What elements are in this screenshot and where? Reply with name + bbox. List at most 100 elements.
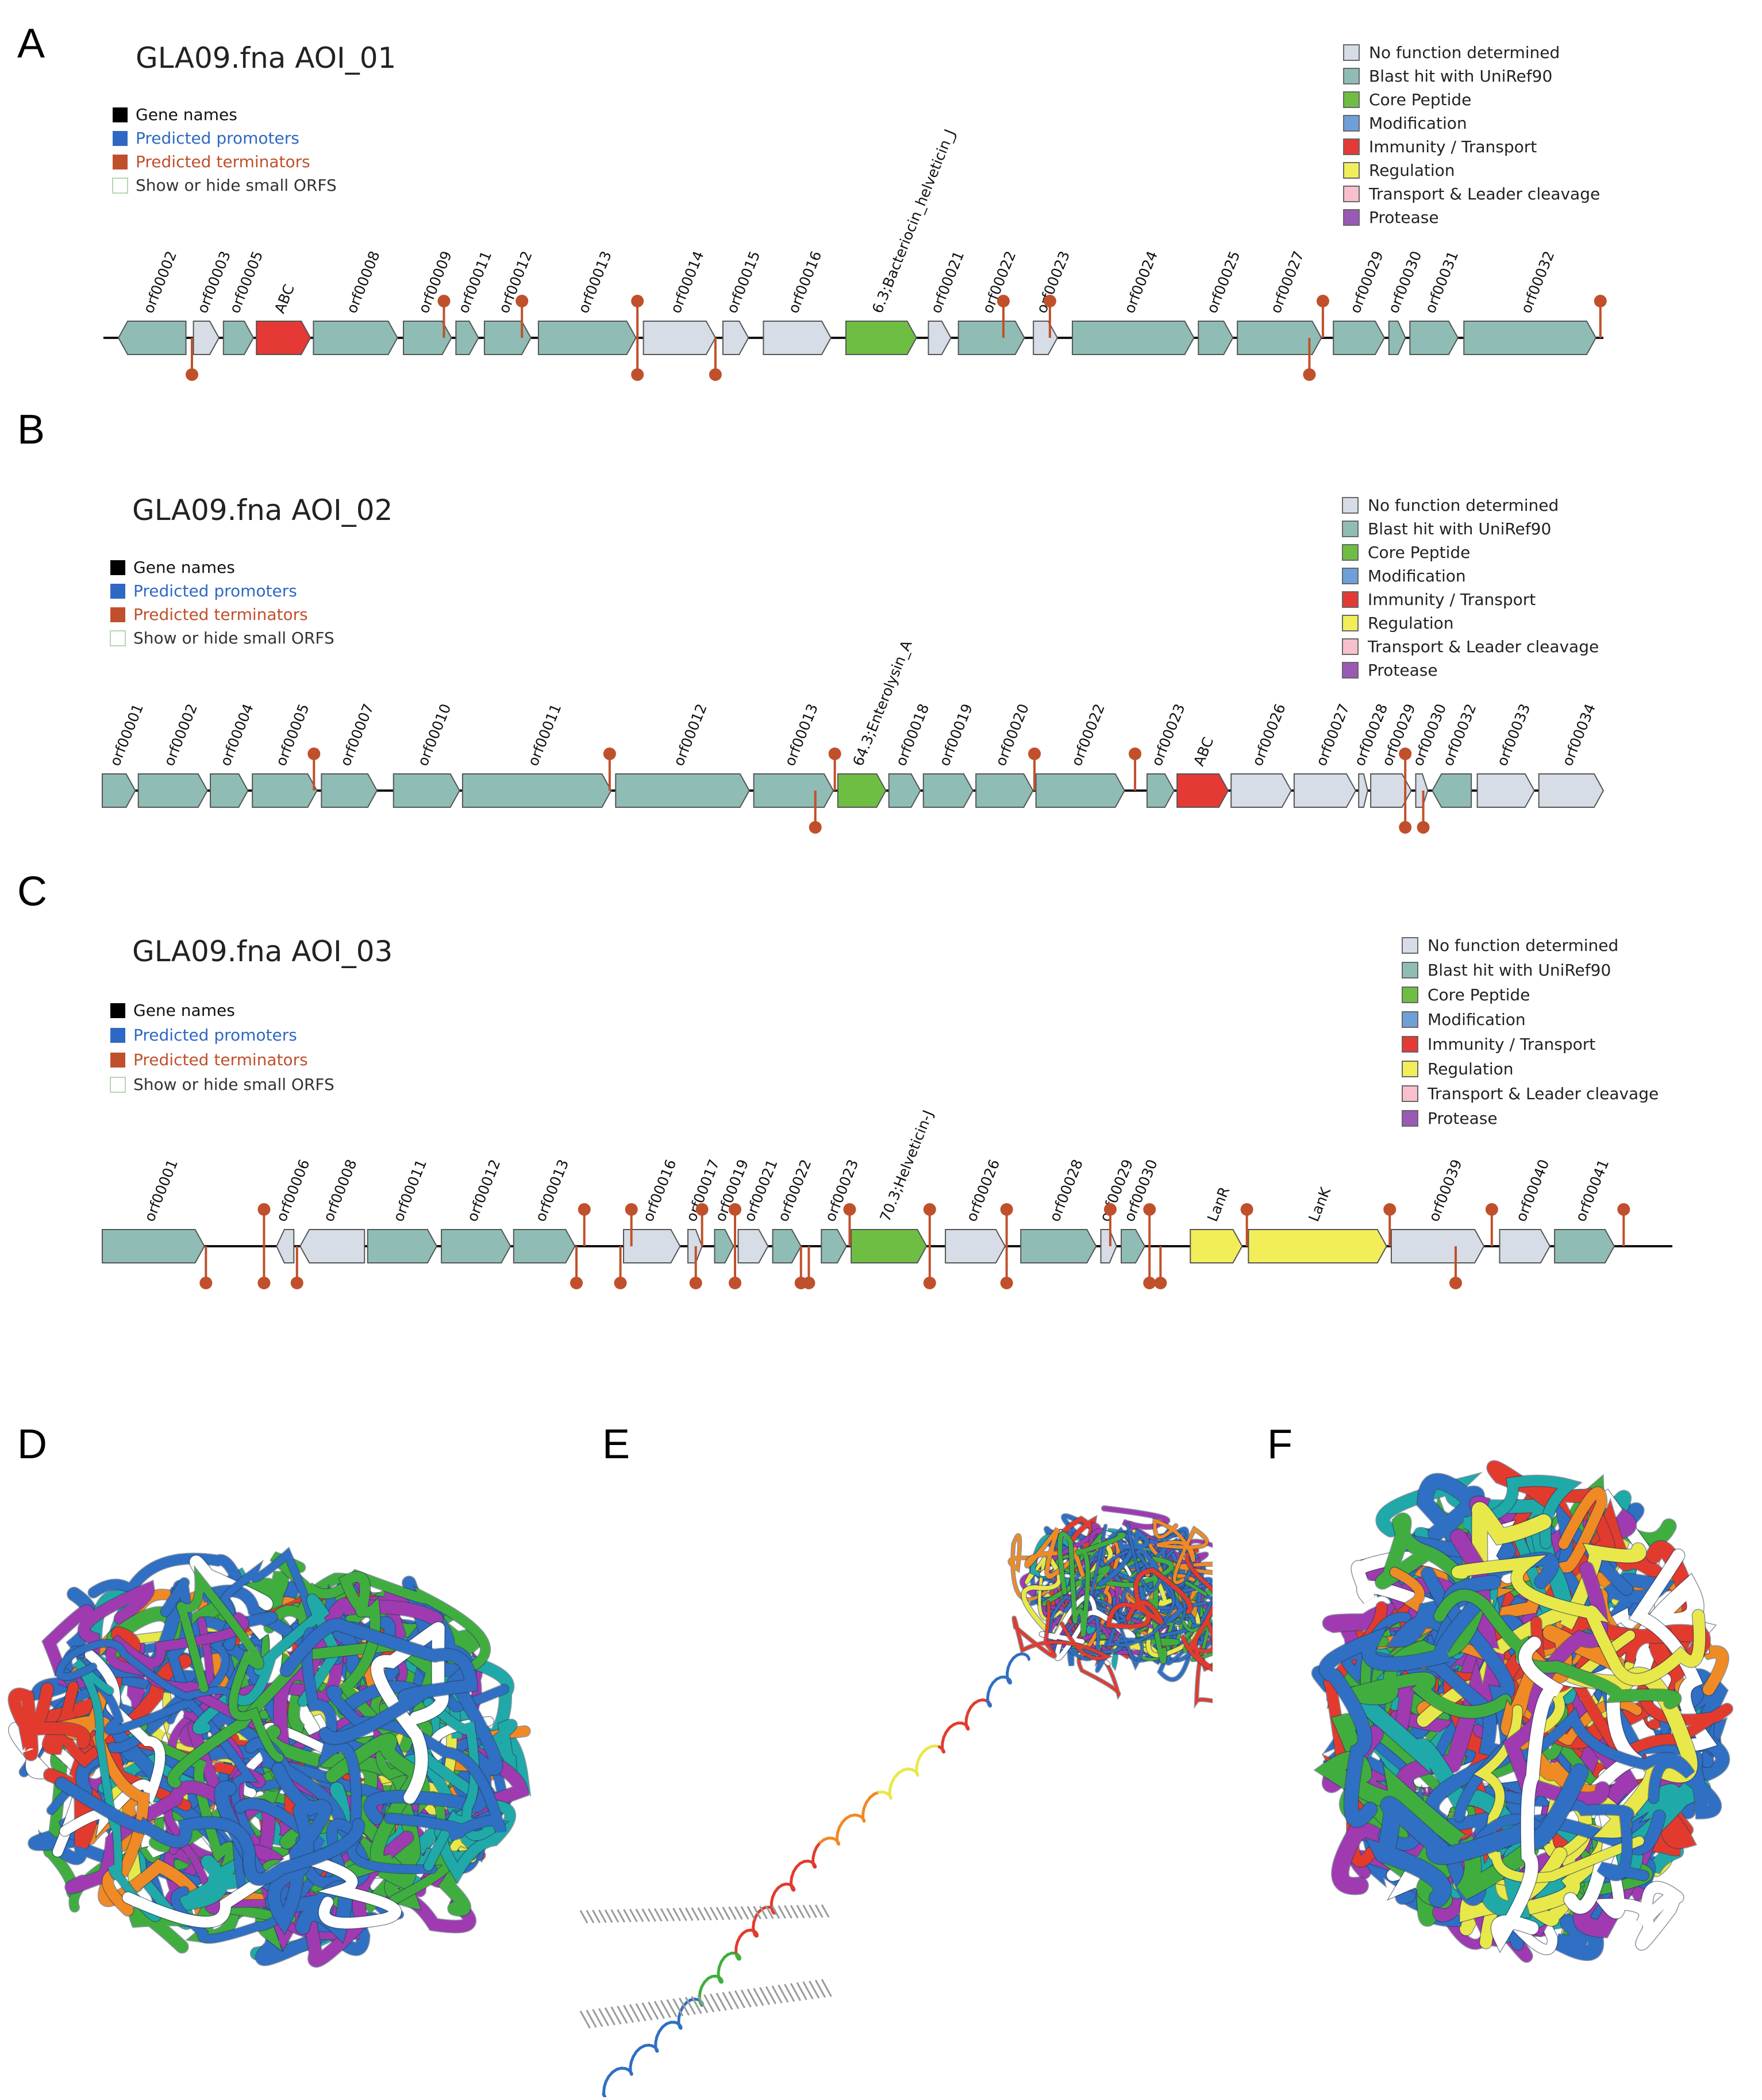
toggle-swatch[interactable] — [110, 1028, 125, 1043]
gene-arrow[interactable] — [643, 321, 717, 355]
gene-arrow[interactable] — [888, 773, 921, 808]
gene-arrow[interactable] — [1190, 1229, 1243, 1263]
terminator-marker — [802, 1277, 815, 1289]
toggle-swatch[interactable] — [110, 1003, 125, 1018]
toggle-label[interactable]: Gene names — [136, 105, 237, 124]
gene-arrow[interactable] — [851, 1229, 928, 1263]
gene-arrow[interactable] — [1388, 321, 1406, 355]
gene-arrow[interactable] — [117, 321, 187, 355]
toggle-swatch[interactable] — [112, 178, 128, 194]
gene-arrow[interactable] — [393, 773, 460, 808]
gene-arrow[interactable] — [1463, 321, 1597, 355]
gene-arrow[interactable] — [1333, 321, 1386, 355]
gene-arrow[interactable] — [722, 321, 749, 355]
gene-arrow[interactable] — [1035, 773, 1125, 808]
toggle-swatch[interactable] — [110, 630, 126, 646]
gene-arrow[interactable] — [1476, 773, 1535, 808]
gene-arrow[interactable] — [1237, 321, 1322, 355]
membrane-marker — [753, 1987, 764, 2006]
gene-arrow[interactable] — [821, 1229, 848, 1263]
gene-arrow[interactable] — [1390, 1229, 1485, 1263]
gene-arrow[interactable] — [256, 321, 311, 355]
gene-arrow[interactable] — [210, 773, 249, 808]
gene-arrow[interactable] — [1072, 321, 1195, 355]
toggle-label[interactable]: Predicted promoters — [133, 581, 297, 600]
gene-arrow[interactable] — [1409, 321, 1459, 355]
gene-arrow[interactable] — [845, 321, 917, 355]
terminator-marker — [199, 1277, 213, 1289]
gene-arrow[interactable] — [313, 321, 398, 355]
gene-arrow[interactable] — [1198, 321, 1234, 355]
toggle-label[interactable]: Gene names — [133, 1001, 235, 1020]
gene-arrow[interactable] — [957, 321, 1025, 355]
gene-arrow[interactable] — [1554, 1229, 1615, 1263]
toggle-swatch[interactable] — [110, 1077, 126, 1093]
gene-arrow[interactable] — [441, 1229, 511, 1263]
gene-arrow[interactable] — [537, 321, 637, 355]
toggle-swatch[interactable] — [113, 155, 128, 169]
gene-arrow[interactable] — [1432, 773, 1472, 808]
gene-arrow[interactable] — [1358, 773, 1368, 808]
gene-arrow[interactable] — [193, 321, 220, 355]
gene-arrow[interactable] — [1100, 1229, 1117, 1263]
toggle-label[interactable]: Show or hide small ORFS — [133, 1075, 334, 1094]
gene-arrow[interactable] — [1538, 773, 1605, 808]
toggle-swatch[interactable] — [113, 107, 128, 122]
gene-arrow[interactable] — [102, 1229, 205, 1263]
toggle-swatch[interactable] — [110, 607, 125, 622]
gene-arrow[interactable] — [461, 773, 612, 808]
gene-arrow[interactable] — [1230, 773, 1292, 808]
gene-arrow[interactable] — [753, 773, 834, 808]
gene-arrow[interactable] — [714, 1229, 734, 1263]
toggle-label[interactable]: Gene names — [133, 558, 235, 577]
gene-arrow[interactable] — [837, 773, 887, 808]
toggle-swatch[interactable] — [110, 1053, 125, 1068]
gene-arrow[interactable] — [403, 321, 452, 355]
gene-arrow[interactable] — [763, 321, 832, 355]
gene-arrow[interactable] — [252, 773, 318, 808]
gene-arrow[interactable] — [975, 773, 1034, 808]
gene-arrow[interactable] — [513, 1229, 576, 1263]
gene-arrow[interactable] — [367, 1229, 438, 1263]
gene-arrow[interactable] — [945, 1229, 1006, 1263]
toggle-swatch[interactable] — [110, 584, 125, 599]
toggle-label[interactable]: Predicted terminators — [136, 152, 310, 171]
gene-arrow[interactable] — [137, 773, 208, 808]
gene-arrow[interactable] — [1370, 773, 1412, 808]
toggle-swatch[interactable] — [110, 560, 125, 575]
toggle-label[interactable]: Show or hide small ORFS — [136, 176, 337, 195]
toggle-label[interactable]: Predicted promoters — [133, 1026, 297, 1045]
gene-arrow[interactable] — [1121, 1229, 1146, 1263]
gene-arrow[interactable] — [1248, 1229, 1387, 1263]
legend-swatch — [1402, 1061, 1418, 1077]
gene-arrow[interactable] — [1415, 773, 1429, 808]
gene-arrow[interactable] — [1020, 1229, 1097, 1263]
gene-arrow[interactable] — [321, 773, 378, 808]
toggle-swatch[interactable] — [113, 131, 128, 146]
membrane-marker — [623, 1909, 632, 1922]
gene-arrow[interactable] — [623, 1229, 681, 1263]
gene-arrow[interactable] — [1499, 1229, 1551, 1263]
toggle-label[interactable]: Predicted terminators — [133, 605, 308, 624]
gene-arrow[interactable] — [772, 1229, 802, 1263]
gene-arrow[interactable] — [102, 773, 136, 808]
gene-arrow[interactable] — [299, 1229, 366, 1263]
gene-arrow[interactable] — [737, 1229, 769, 1263]
toggle-label[interactable]: Predicted promoters — [136, 129, 299, 148]
gene-arrow[interactable] — [615, 773, 750, 808]
gene-arrow[interactable] — [1293, 773, 1357, 808]
gene-arrow[interactable] — [222, 321, 255, 355]
gene-arrow[interactable] — [1033, 321, 1059, 355]
gene-arrow[interactable] — [922, 773, 974, 808]
gene-arrow[interactable] — [483, 321, 532, 355]
toggle-label[interactable]: Predicted terminators — [133, 1050, 308, 1069]
gene-arrow[interactable] — [1176, 773, 1229, 808]
gene-arrow[interactable] — [1146, 773, 1175, 808]
gene-arrow[interactable] — [928, 321, 952, 355]
gene-arrow[interactable] — [276, 1229, 295, 1263]
gene-arrow[interactable] — [455, 321, 479, 355]
toggle-label[interactable]: Show or hide small ORFS — [133, 629, 334, 648]
